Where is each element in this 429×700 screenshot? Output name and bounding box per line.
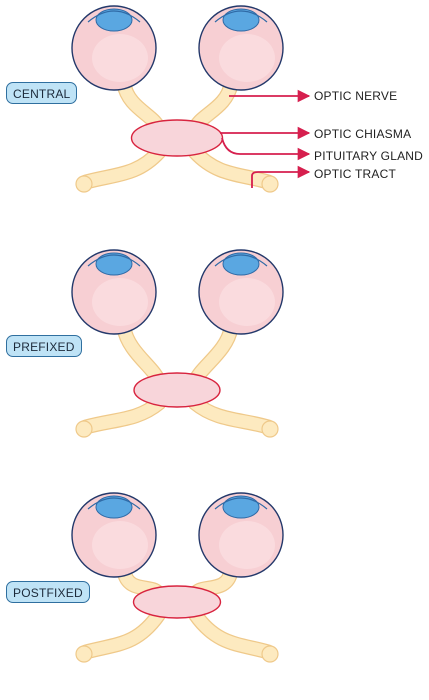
postfixed-tract-end-left	[75, 645, 93, 663]
postfixed-eye-left-cornea	[87, 497, 141, 510]
optic-tract-arrow	[251, 165, 311, 188]
postfixed-eye-right-lens	[222, 495, 260, 519]
central-optic-tract-left	[78, 144, 167, 190]
prefixed-tract-end-right	[261, 420, 279, 438]
prefixed-optic-tract-right	[187, 395, 276, 435]
prefixed-optic-chiasma	[133, 372, 221, 408]
pituitary-gland-arrow	[221, 137, 311, 161]
central-tract-end-left	[75, 175, 93, 193]
prefixed-eye-right	[198, 249, 284, 335]
postfixed-tract-end-right	[261, 645, 279, 663]
prefixed-eye-right-lens	[222, 252, 260, 276]
optic-chiasma-label: OPTIC CHIASMA	[314, 127, 412, 141]
central-eye-right-lens	[222, 8, 260, 32]
central-tract-end-right	[261, 175, 279, 193]
prefixed-tract-end-left	[75, 420, 93, 438]
postfixed-eye-left	[71, 492, 157, 578]
optic-nerve-label: OPTIC NERVE	[314, 89, 398, 103]
central-eye-right-cornea	[214, 10, 268, 23]
pituitary-gland-label: PITUITARY GLAND	[314, 149, 424, 163]
prefixed-optic-tract-left	[78, 395, 167, 435]
central-label: CENTRAL	[6, 82, 78, 104]
prefixed-optic-nerve-right	[187, 320, 239, 391]
postfixed-optic-chiasma	[132, 585, 222, 619]
postfixed-label: POSTFIXED	[6, 581, 90, 603]
central-optic-tract-right	[187, 144, 276, 190]
prefixed-optic-nerve-left	[116, 320, 167, 391]
prefixed-eye-right-cornea	[214, 254, 268, 267]
central-eye-left-cornea	[87, 10, 141, 23]
central-eye-right	[198, 5, 284, 91]
postfixed-eye-left-lens	[95, 495, 133, 519]
prefixed-label: PREFIXED	[6, 335, 82, 357]
central-eye-left-lens	[95, 8, 133, 32]
postfixed-eye-right-cornea	[214, 497, 268, 510]
prefixed-eye-left-lens	[95, 252, 133, 276]
postfixed-optic-tract-left	[78, 606, 167, 660]
central-eye-left	[71, 5, 157, 91]
prefixed-eye-left-cornea	[87, 254, 141, 267]
postfixed-optic-tract-right	[187, 606, 276, 660]
central-optic-chiasma	[130, 119, 224, 157]
optic-tract-label: OPTIC TRACT	[314, 167, 396, 181]
postfixed-eye-right	[198, 492, 284, 578]
prefixed-eye-left	[71, 249, 157, 335]
